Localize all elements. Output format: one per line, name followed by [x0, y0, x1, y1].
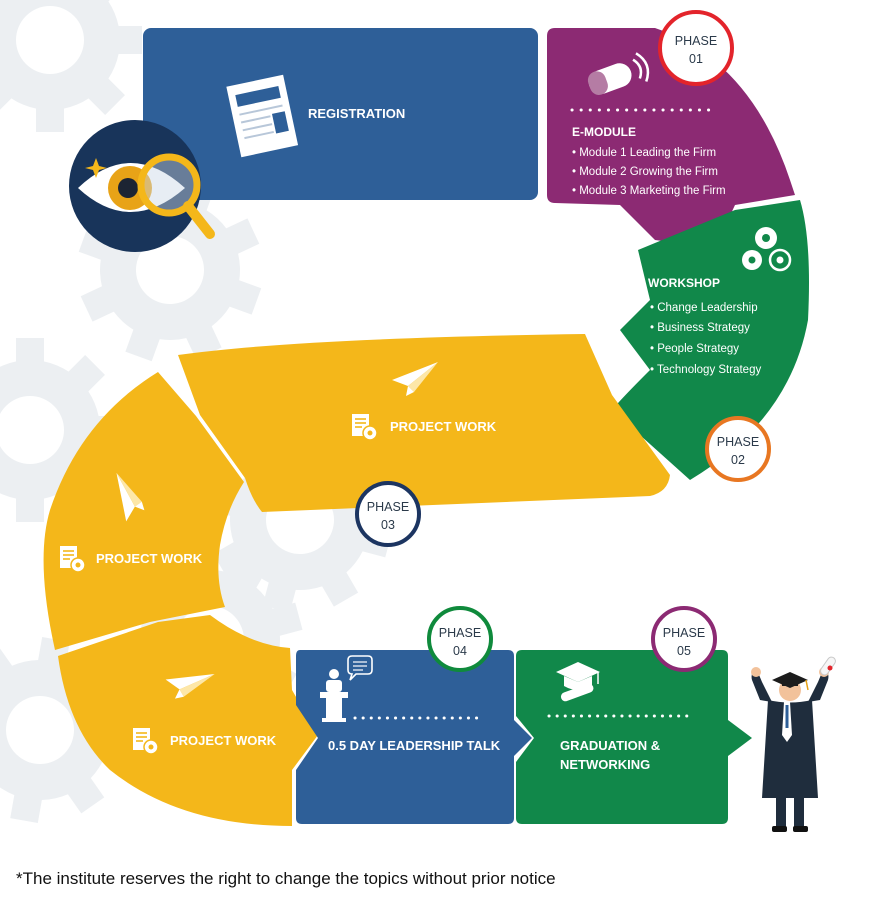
speaker-podium-icon [320, 655, 373, 722]
graduation-label-line-1: GRADUATION & [560, 738, 660, 753]
phase-badge-05: PHASE 05 [651, 606, 717, 672]
svg-text:PHASE: PHASE [717, 435, 759, 449]
svg-text:PHASE: PHASE [675, 34, 717, 48]
svg-text:PHASE: PHASE [367, 500, 409, 514]
svg-text:05: 05 [677, 644, 691, 658]
footnote: *The institute reserves the right to cha… [16, 869, 556, 888]
graduation-cap-icon [556, 662, 600, 702]
registration-label: REGISTRATION [308, 106, 405, 121]
usb-device-icon [587, 52, 650, 95]
workshop-item: • Technology Strategy [650, 364, 761, 376]
emodule-item: • Module 1 Leading the Firm [572, 147, 716, 159]
phase-badge-03: PHASE 03 [355, 481, 421, 547]
phase-badge-01: PHASE 01 [658, 10, 734, 86]
svg-text:03: 03 [381, 518, 395, 532]
phase-badge-02: PHASE 02 [705, 416, 771, 482]
document-icon [226, 74, 299, 158]
leadership-talk-label: 0.5 DAY LEADERSHIP TALK [328, 738, 501, 753]
project-work-block-1 [178, 334, 670, 512]
project-work-block-3 [58, 615, 318, 826]
workshop-block [612, 200, 809, 480]
svg-text:PHASE: PHASE [439, 626, 481, 640]
eye-magnifier-icon [69, 120, 215, 252]
project-work-block-2 [43, 372, 244, 650]
workshop-title: WORKSHOP [648, 276, 720, 290]
workshop-item: • Change Leadership [650, 302, 758, 314]
emodule-item: • Module 2 Growing the Firm [572, 166, 718, 178]
graduate-person-icon [751, 656, 836, 832]
svg-text:PHASE: PHASE [663, 626, 705, 640]
workshop-item: • Business Strategy [650, 322, 750, 334]
svg-text:02: 02 [731, 453, 745, 467]
svg-text:01: 01 [689, 52, 703, 66]
svg-text:04: 04 [453, 644, 467, 658]
project-work-label-1: PROJECT WORK [390, 419, 497, 434]
workshop-item: • People Strategy [650, 343, 739, 355]
leadership-talk-block [296, 650, 532, 824]
graduation-block [516, 650, 752, 824]
phase-badge-04: PHASE 04 [427, 606, 493, 672]
graduation-label-line-2: NETWORKING [560, 757, 650, 772]
emodule-title: E-MODULE [572, 125, 636, 139]
gears-icon [742, 227, 792, 272]
emodule-item: • Module 3 Marketing the Firm [572, 185, 726, 197]
project-work-label-2: PROJECT WORK [96, 551, 203, 566]
project-work-label-3: PROJECT WORK [170, 733, 277, 748]
